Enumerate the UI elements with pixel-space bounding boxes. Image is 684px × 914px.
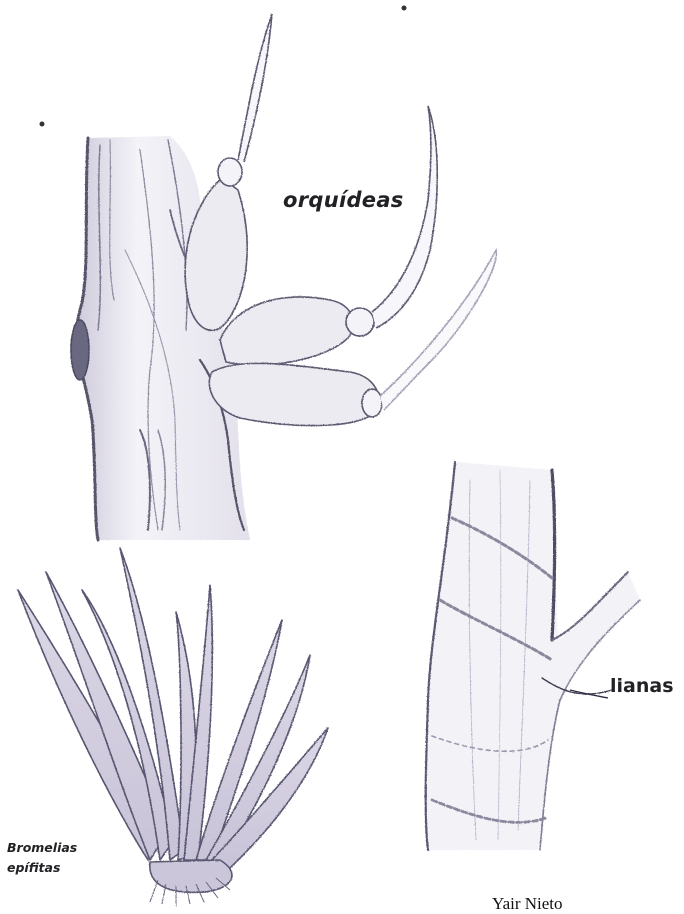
bromeliads-label-line1: Bromelias	[7, 838, 77, 858]
bromeliads-label-line2: epífitas	[7, 858, 77, 878]
orchids-label: orquídeas	[283, 188, 404, 212]
author-signature: Yair Nieto	[492, 894, 563, 914]
orchid-bulbs	[185, 14, 496, 426]
liana-trunk	[426, 462, 640, 850]
lianas-label: lianas	[610, 675, 674, 697]
lianas-pointer-line	[570, 690, 608, 698]
bromeliads-label: Bromelias epífitas	[7, 838, 77, 878]
